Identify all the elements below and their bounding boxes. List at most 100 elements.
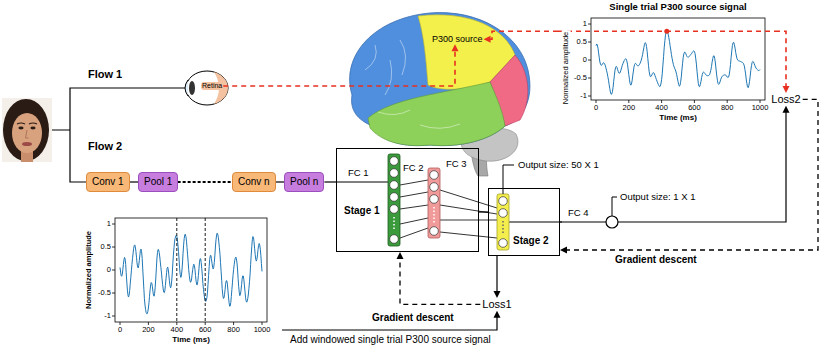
node-label: Retina <box>202 82 222 90</box>
connector <box>223 44 458 86</box>
window-start <box>176 218 177 322</box>
connector-line <box>479 211 488 212</box>
bottom-signal-chart <box>112 218 267 325</box>
node-label: Conv 1 <box>92 176 124 188</box>
conv-layer: Conv n <box>232 172 276 192</box>
output-size-label: Output size: 50 X 1 <box>518 160 599 171</box>
flow-label: Flow 2 <box>88 140 122 153</box>
arrowhead <box>560 247 567 254</box>
chart-frame <box>591 18 765 100</box>
tick-label: 1000 <box>254 326 271 335</box>
face-photo <box>2 98 52 162</box>
signal-trace <box>120 233 262 314</box>
tick-mark <box>661 100 662 103</box>
output-size-bracket <box>612 197 617 216</box>
node-label: Stage 1 <box>344 205 380 217</box>
tick-mark <box>760 100 761 103</box>
connector <box>397 252 481 304</box>
arrowhead <box>484 36 491 43</box>
photo-ground <box>2 98 52 162</box>
tick-mark <box>233 322 234 325</box>
connector <box>560 99 818 253</box>
flow-lines <box>52 88 186 182</box>
node-label: Loss1 <box>482 298 511 311</box>
tick-label: 0.5 <box>101 243 111 252</box>
connector <box>479 212 488 213</box>
eye-right <box>30 127 35 130</box>
neuron-dots <box>393 217 395 231</box>
arrowhead <box>452 44 459 51</box>
tick-label: 800 <box>227 326 240 335</box>
fc4-line <box>509 221 562 222</box>
fc3-column <box>497 194 509 250</box>
edge-label: Gradient descent <box>615 254 697 266</box>
neuron <box>499 209 508 218</box>
connector <box>130 182 138 183</box>
tick-label: 1 <box>583 20 587 29</box>
neuron <box>390 157 399 166</box>
neuron <box>390 205 399 214</box>
tick-mark <box>588 96 591 97</box>
arrowhead <box>493 311 500 318</box>
node-label: Stage 2 <box>513 235 549 247</box>
tick-mark <box>112 270 115 271</box>
tick-label: -0.5 <box>574 74 587 83</box>
tick-label: 200 <box>142 326 155 335</box>
axis-label: Time (ms) <box>659 113 697 122</box>
brain-drawing <box>350 0 540 176</box>
tick-mark <box>727 100 728 103</box>
tick-marks <box>588 24 760 103</box>
conv-layer: Conv 1 <box>86 172 130 192</box>
arrowhead <box>782 106 789 113</box>
nose <box>26 130 29 138</box>
tick-label: 400 <box>655 104 668 113</box>
connector <box>324 182 336 183</box>
connector-line <box>324 181 336 182</box>
connector <box>178 182 232 183</box>
axis-label: Time (ms) <box>172 335 210 344</box>
tick-label: 600 <box>688 104 701 113</box>
frontal-lobe <box>350 13 530 146</box>
eyeball <box>186 71 228 105</box>
tick-label: -1 <box>580 92 587 101</box>
tick-marks <box>112 224 262 325</box>
connector-line <box>276 181 284 182</box>
connector-line <box>130 181 138 182</box>
edge-label: Gradient descent <box>372 312 454 324</box>
lips <box>22 142 32 146</box>
connector-line <box>775 31 786 88</box>
connector-line <box>496 256 497 293</box>
node-label: P300 source <box>432 34 483 44</box>
connector <box>493 256 500 298</box>
connector <box>276 182 284 183</box>
tick-label: 0 <box>594 104 598 113</box>
brain-folds <box>365 0 540 128</box>
tick-mark <box>588 24 591 25</box>
tick-mark <box>112 224 115 225</box>
tick-label: 0 <box>118 326 122 335</box>
window-end <box>205 218 206 322</box>
eye-drawing <box>185 71 228 105</box>
neuron <box>390 181 399 190</box>
edge-label: Add windowed single trial P300 source si… <box>290 334 491 346</box>
fc2-lines <box>400 180 428 238</box>
fc3-neurons <box>499 197 508 248</box>
tick-label: 1 <box>107 220 111 229</box>
tick-label: 0 <box>583 56 587 65</box>
tick-mark <box>112 247 115 248</box>
layer-label: FC 2 <box>403 163 424 174</box>
tick-label: 200 <box>623 104 636 113</box>
node-label: Pool n <box>290 176 318 188</box>
neuron <box>390 169 399 178</box>
temporal-lobe <box>368 82 505 146</box>
connector-line <box>223 49 455 86</box>
tick-mark <box>112 316 115 317</box>
layer-label: FC 1 <box>348 168 369 179</box>
node-label: Pool 1 <box>144 176 172 188</box>
neuron <box>499 197 508 206</box>
pool-layer: Pool 1 <box>138 172 178 192</box>
eye-left <box>18 127 23 130</box>
output-neuron <box>606 216 618 228</box>
tick-label: -1 <box>104 312 111 321</box>
pool-layer: Pool n <box>284 172 324 192</box>
